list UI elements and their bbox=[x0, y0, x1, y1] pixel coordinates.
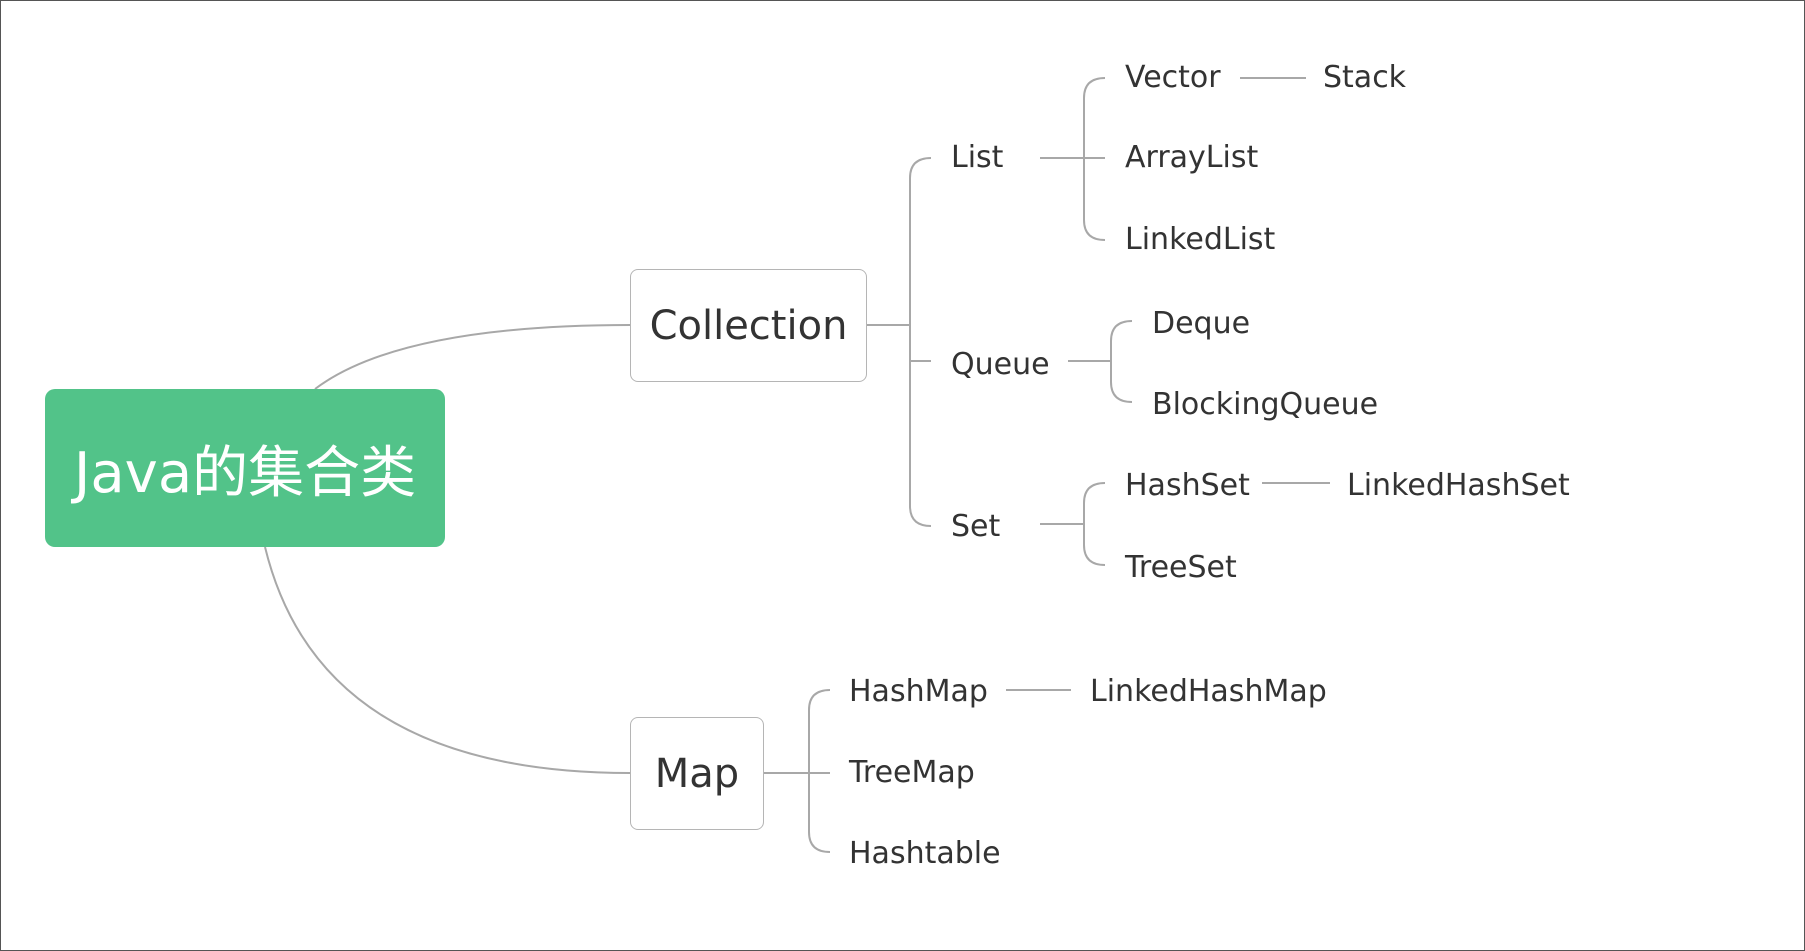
edge-root-map bbox=[264, 546, 631, 774]
collection-node[interactable]: Collection bbox=[630, 269, 867, 382]
bracket-collection bbox=[909, 157, 932, 527]
map-label: Map bbox=[654, 750, 740, 797]
linkedhashmap-node[interactable]: LinkedHashMap bbox=[1090, 674, 1327, 709]
treemap-node[interactable]: TreeMap bbox=[849, 755, 975, 790]
root-label: Java的集合类 bbox=[73, 440, 417, 506]
hashset-node[interactable]: HashSet bbox=[1125, 468, 1250, 503]
queue-node[interactable]: Queue bbox=[951, 347, 1050, 382]
blockingqueue-node[interactable]: BlockingQueue bbox=[1152, 387, 1379, 422]
vector-node[interactable]: Vector bbox=[1125, 60, 1221, 95]
root-node[interactable]: Java的集合类 bbox=[45, 389, 445, 547]
arraylist-node[interactable]: ArrayList bbox=[1125, 140, 1259, 175]
stack-node[interactable]: Stack bbox=[1323, 60, 1407, 95]
linkedlist-node[interactable]: LinkedList bbox=[1125, 222, 1276, 257]
list-node[interactable]: List bbox=[951, 140, 1004, 175]
bracket-queue bbox=[1110, 320, 1133, 403]
deque-node[interactable]: Deque bbox=[1152, 306, 1251, 341]
collection-label: Collection bbox=[649, 302, 848, 349]
edge-root-collection bbox=[314, 324, 631, 390]
hashtable-node[interactable]: Hashtable bbox=[849, 836, 1001, 871]
bracket-set bbox=[1083, 482, 1106, 566]
set-node[interactable]: Set bbox=[951, 509, 1001, 544]
bracket-map bbox=[808, 689, 831, 853]
map-node[interactable]: Map bbox=[630, 717, 764, 830]
hashmap-node[interactable]: HashMap bbox=[849, 674, 988, 709]
linkedhashset-node[interactable]: LinkedHashSet bbox=[1347, 468, 1570, 503]
treeset-node[interactable]: TreeSet bbox=[1125, 550, 1237, 585]
